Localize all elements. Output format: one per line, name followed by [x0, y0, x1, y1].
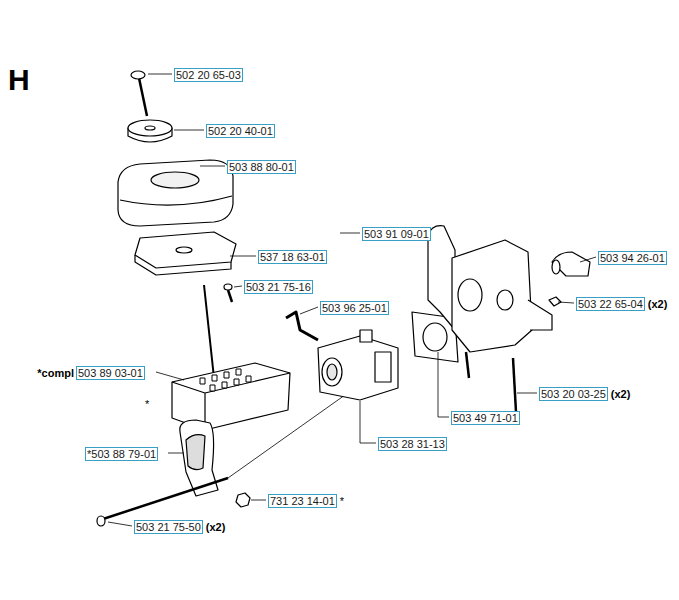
intake-boss	[497, 290, 513, 310]
quantity-note: *compl	[37, 367, 74, 379]
screw	[228, 290, 232, 302]
quantity-note: *	[340, 495, 344, 507]
bracket	[528, 300, 552, 330]
knob-top	[128, 120, 172, 136]
part-number: 503 21 75-16	[246, 281, 311, 293]
part-number-box: 502 20 65-03	[174, 68, 243, 82]
screw-head	[224, 284, 232, 290]
cover-edge	[120, 196, 232, 205]
rubber-boot	[552, 252, 590, 276]
carb-screw	[360, 330, 372, 342]
part-number: 502 20 40-01	[208, 125, 273, 137]
carb-bore	[327, 364, 337, 380]
part-number: 503 88 80-01	[229, 161, 294, 173]
part-number-box: 503 21 75-16	[244, 280, 313, 294]
part-number: *503 88 79-01	[87, 448, 156, 460]
quantity-note: (x2)	[206, 521, 226, 533]
bolt	[100, 478, 228, 520]
air-filter	[135, 232, 236, 268]
intake-port	[458, 279, 482, 311]
handle-grip	[180, 420, 218, 496]
grip-pad	[186, 435, 205, 470]
part-number: 503 91 09-01	[364, 228, 429, 240]
section-letter: H	[8, 64, 30, 96]
intake-manifold	[452, 240, 532, 352]
part-number-box: 503 21 75-50	[134, 520, 203, 534]
part-number-box: 503 94 26-01	[598, 251, 667, 265]
part-number: 503 20 03-25	[541, 388, 606, 400]
filter-hole	[176, 247, 192, 253]
part-number: 503 21 75-50	[136, 521, 201, 533]
part-number-box: 503 91 09-01	[362, 227, 431, 241]
fitting	[286, 312, 318, 340]
housing-studs	[200, 369, 251, 391]
part-number-box: 503 28 31-13	[378, 437, 447, 451]
part-number: 503 22 65-04	[578, 298, 643, 310]
part-number-box: 503 89 03-01	[76, 366, 145, 380]
part-number: 503 49 71-01	[453, 412, 518, 424]
screw	[466, 352, 469, 378]
carb-pump	[375, 352, 391, 382]
quantity-note: (x2)	[648, 298, 668, 310]
part-number: 503 94 26-01	[600, 252, 665, 264]
cover-recess	[151, 172, 199, 188]
screw-head	[131, 71, 145, 79]
part-number-box: 503 22 65-04	[576, 297, 645, 311]
part-number-box: 537 18 63-01	[258, 250, 327, 264]
leader-lines	[108, 74, 596, 526]
filter-cover	[118, 160, 233, 226]
part-number-box: 503 20 03-25	[539, 387, 608, 401]
part-number-box: 731 23 14-01	[268, 494, 337, 508]
filter-edge	[135, 255, 231, 275]
part-number: 503 89 03-01	[78, 367, 143, 379]
part-number-box: 503 49 71-01	[451, 411, 520, 425]
screw	[139, 78, 147, 116]
part-number: 731 23 14-01	[270, 495, 335, 507]
part-number: 503 96 25-01	[322, 302, 387, 314]
bolt-head	[97, 516, 105, 526]
part-number-box: 503 96 25-01	[320, 301, 389, 315]
part-number: 502 20 65-03	[176, 69, 241, 81]
quantity-note: *	[145, 398, 149, 410]
square-nut	[549, 297, 561, 306]
knob-hole	[145, 126, 155, 130]
rod	[204, 285, 214, 378]
part-number-box: 503 88 80-01	[227, 160, 296, 174]
carb-throat	[322, 358, 342, 386]
part-number: 537 18 63-01	[260, 251, 325, 263]
part-number-box: *503 88 79-01	[85, 447, 158, 461]
screw	[513, 358, 516, 412]
assembly-line	[228, 395, 345, 478]
boot-end	[552, 260, 560, 274]
gasket-hole	[423, 323, 447, 351]
carburettor	[318, 336, 398, 400]
nut	[236, 493, 250, 507]
quantity-note: (x2)	[611, 388, 631, 400]
part-number-box: 502 20 40-01	[206, 124, 275, 138]
heat-shield	[428, 226, 455, 330]
part-number: 503 28 31-13	[380, 438, 445, 450]
